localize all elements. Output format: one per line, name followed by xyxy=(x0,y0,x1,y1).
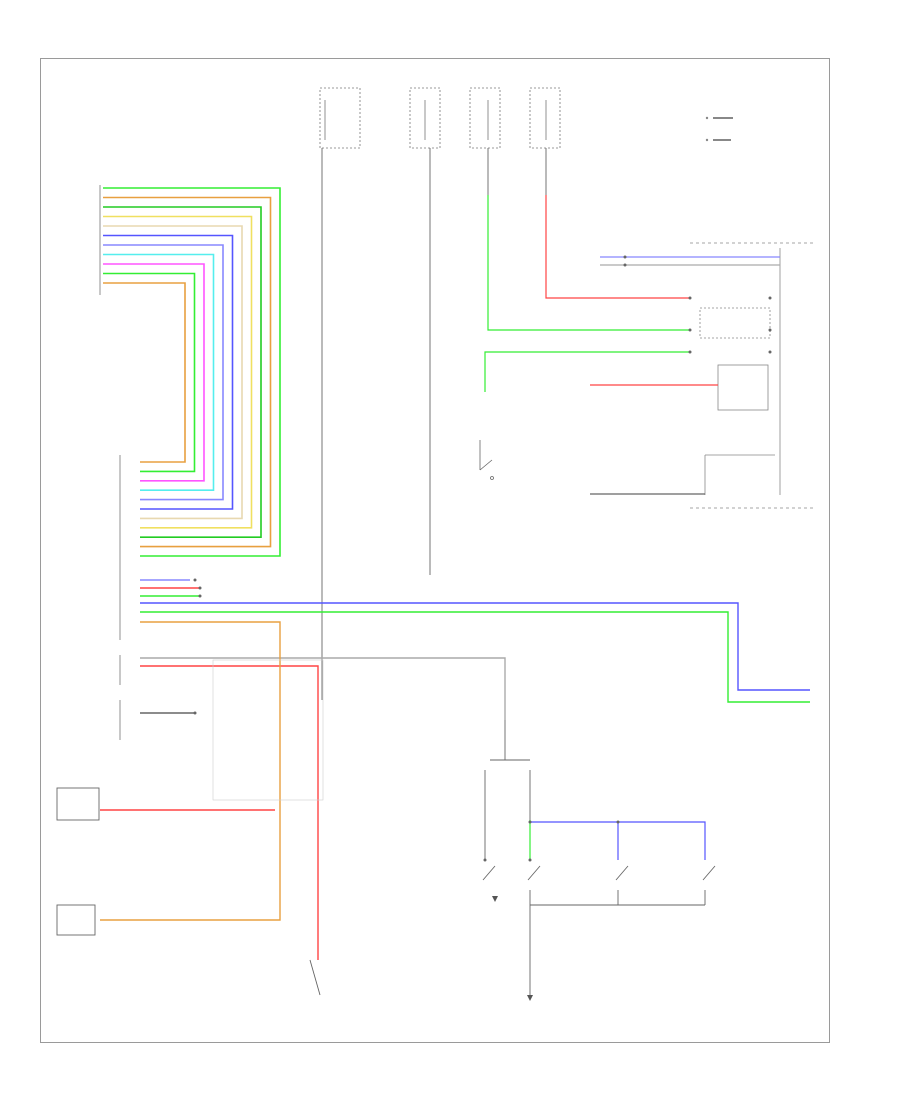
harness-wire xyxy=(103,272,196,473)
harness-wire xyxy=(103,225,243,520)
junction-dot xyxy=(688,328,692,332)
junction-dot xyxy=(198,594,202,598)
junction-dot xyxy=(688,350,692,354)
harness-wire xyxy=(103,187,281,557)
junction-dot xyxy=(528,820,532,824)
harness-wires xyxy=(103,187,281,557)
power-feed-wires xyxy=(321,148,547,700)
diagram-frame xyxy=(40,58,830,1043)
harness-wire xyxy=(103,206,262,539)
junction-dot xyxy=(198,586,202,590)
center-frame xyxy=(212,659,324,801)
harness-wire xyxy=(103,253,215,492)
junction-dot xyxy=(768,350,772,354)
legend-marks xyxy=(705,116,733,142)
harness-wire xyxy=(103,215,253,529)
can-bus-wires xyxy=(100,579,810,960)
junction-dot xyxy=(616,820,620,824)
junction-dots xyxy=(193,255,772,862)
harness-wire xyxy=(103,234,234,510)
lower-switch-group xyxy=(309,720,716,1001)
harness-wire xyxy=(103,263,205,482)
module-input-wires xyxy=(484,195,780,495)
harness-wire xyxy=(103,244,224,501)
switch-symbol xyxy=(479,440,494,480)
junction-dot xyxy=(768,296,772,300)
fuse-block-1 xyxy=(319,87,561,149)
junction-dot xyxy=(483,858,487,862)
sensor-boxes xyxy=(56,787,100,936)
junction-dot xyxy=(528,858,532,862)
junction-dot xyxy=(193,711,197,715)
harness-wire xyxy=(103,196,272,548)
harness-wire xyxy=(103,282,186,463)
junction-dot xyxy=(688,296,692,300)
control-module-right xyxy=(690,242,815,509)
junction-dot xyxy=(623,255,627,259)
junction-dot xyxy=(623,263,627,267)
junction-dot xyxy=(768,328,772,332)
junction-dot xyxy=(193,578,197,582)
